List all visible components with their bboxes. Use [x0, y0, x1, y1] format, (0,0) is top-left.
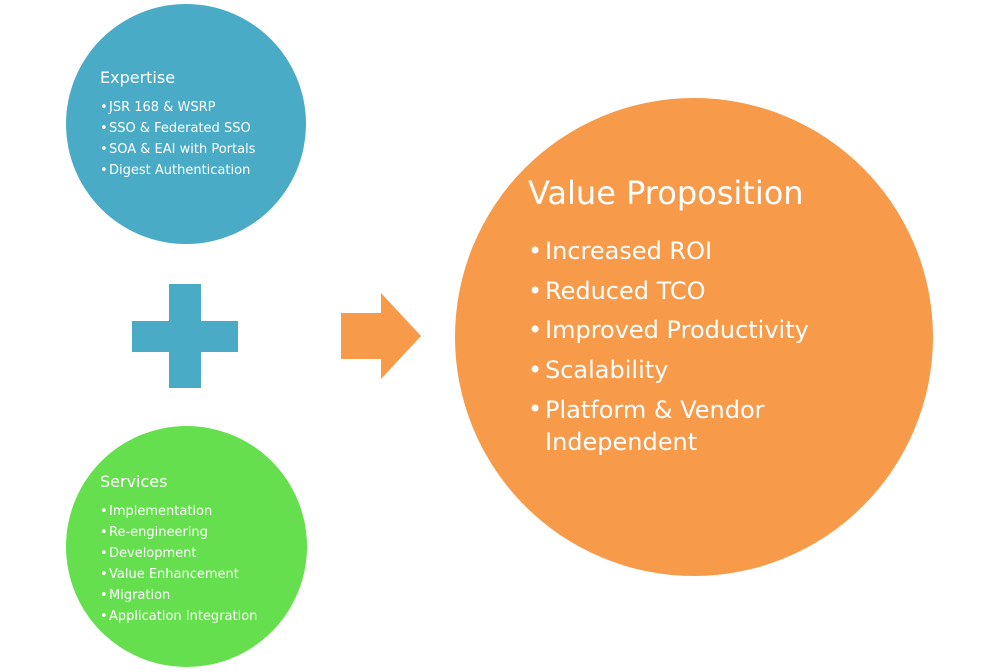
arrow-right-icon: [341, 293, 421, 379]
list-item: •Application Integration: [100, 606, 257, 627]
services-title: Services: [100, 472, 168, 491]
list-item-text: Implementation: [109, 504, 213, 519]
list-item-text: Re-engineering: [109, 525, 208, 540]
expertise-title: Expertise: [100, 68, 176, 87]
bullet: •: [528, 237, 543, 265]
services-list: •Implementation •Re-engineering •Develop…: [100, 501, 257, 627]
list-item: •JSR 168 & WSRP: [100, 97, 255, 118]
arrow-shape: [341, 293, 421, 379]
bullet: •: [100, 609, 108, 624]
list-item: •Increased ROI: [528, 232, 809, 272]
list-item: •Improved Productivity: [528, 311, 809, 351]
bullet: •: [100, 142, 108, 157]
bullet: •: [100, 100, 108, 115]
plus-shape: [132, 284, 238, 388]
list-item-text: Value Enhancement: [109, 567, 239, 582]
list-item: •SSO & Federated SSO: [100, 118, 255, 139]
list-item-text: SSO & Federated SSO: [109, 121, 251, 136]
bullet: •: [528, 316, 543, 344]
services-circle: Services •Implementation •Re-engineering…: [66, 426, 307, 667]
list-item-text: Scalability: [545, 355, 669, 384]
list-item-text: JSR 168 & WSRP: [109, 100, 216, 115]
value-proposition-circle: Value Proposition •Increased ROI •Reduce…: [455, 98, 933, 576]
list-item-text: Digest Authentication: [109, 163, 251, 178]
list-item: •Development: [100, 543, 257, 564]
list-item-text: Platform & Vendor Independent: [545, 396, 765, 456]
list-item-text: SOA & EAI with Portals: [109, 142, 256, 157]
expertise-list: •JSR 168 & WSRP •SSO & Federated SSO •SO…: [100, 97, 255, 181]
bullet: •: [528, 395, 543, 423]
list-item: •Value Enhancement: [100, 564, 257, 585]
bullet: •: [100, 567, 108, 582]
list-item-text: Migration: [109, 588, 171, 603]
list-item: •SOA & EAI with Portals: [100, 139, 255, 160]
bullet: •: [100, 121, 108, 136]
value-proposition-list: •Increased ROI •Reduced TCO •Improved Pr…: [528, 232, 809, 458]
list-item-text: Application Integration: [109, 609, 258, 624]
list-item-text: Development: [109, 546, 197, 561]
list-item: •Re-engineering: [100, 522, 257, 543]
expertise-circle: Expertise •JSR 168 & WSRP •SSO & Federat…: [66, 4, 306, 244]
list-item-text: Increased ROI: [545, 237, 713, 265]
bullet: •: [100, 525, 108, 540]
list-item: •Migration: [100, 585, 257, 606]
list-item-text: Improved Productivity: [545, 316, 809, 344]
list-item: •Reduced TCO: [528, 272, 809, 312]
bullet: •: [100, 588, 108, 603]
list-item-text: Reduced TCO: [545, 276, 706, 305]
list-item: •Implementation: [100, 501, 257, 522]
bullet: •: [100, 546, 108, 561]
bullet: •: [100, 163, 108, 178]
list-item: •Digest Authentication: [100, 160, 255, 181]
bullet: •: [100, 504, 108, 519]
list-item: •Scalability: [528, 351, 809, 391]
list-item: •Platform & Vendor Independent: [528, 390, 809, 458]
bullet: •: [528, 355, 543, 384]
plus-icon: [132, 284, 238, 388]
value-proposition-title: Value Proposition: [528, 174, 804, 212]
bullet: •: [528, 276, 543, 305]
